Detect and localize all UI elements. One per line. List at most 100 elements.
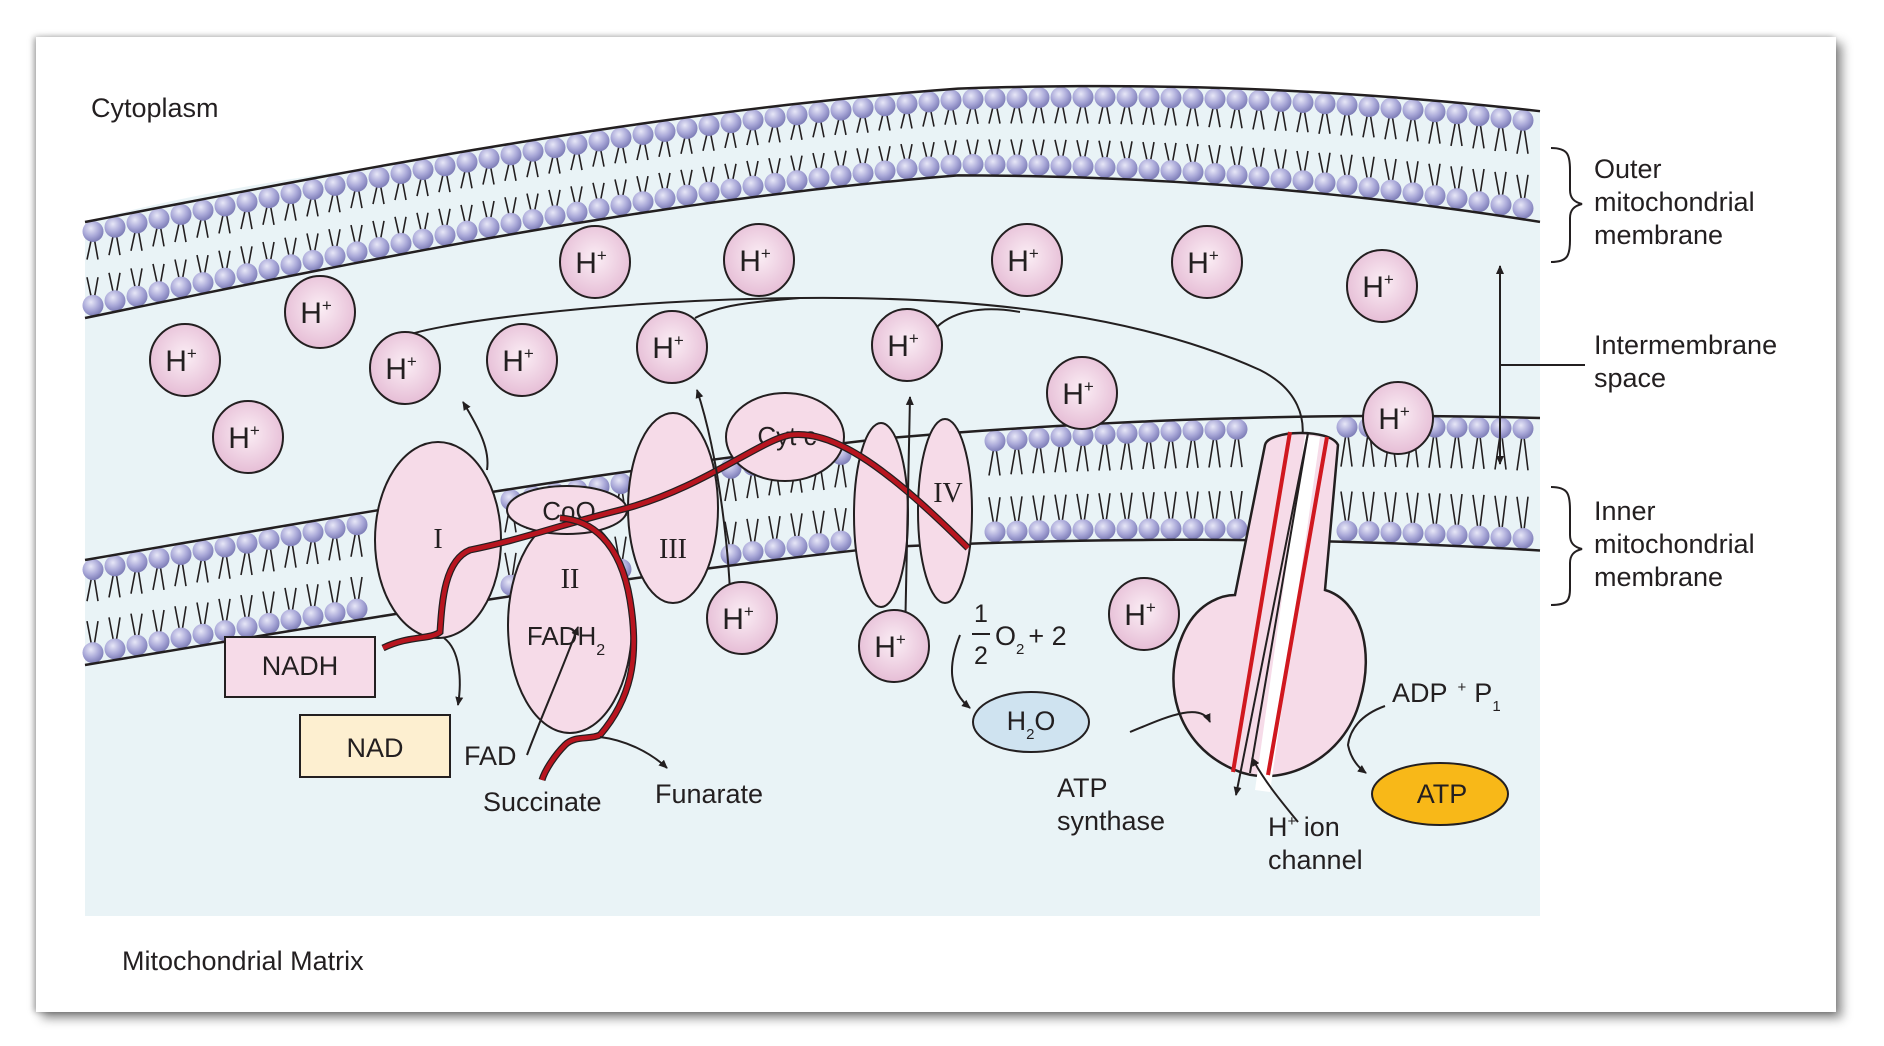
nadh-label: NADH (262, 651, 339, 681)
lipid-head (1424, 101, 1446, 123)
svg-text:mitochondrial: mitochondrial (1594, 187, 1755, 217)
lipid-head (236, 532, 258, 554)
lipid-head (280, 183, 302, 205)
lipid-head (918, 156, 940, 178)
cytoplasm-area (85, 129, 1540, 222)
lipid-head (632, 123, 654, 145)
lipid-head (984, 430, 1006, 452)
lipid-head (1006, 154, 1028, 176)
atp-synthase-pointer (1129, 711, 1211, 733)
lipid-head (1402, 522, 1424, 544)
lipid-head (192, 199, 214, 221)
lipid-head (1138, 518, 1160, 540)
lipid-head (1160, 87, 1182, 109)
lipid-head (1182, 87, 1204, 109)
lipid-head (1490, 107, 1512, 129)
svg-text:H+: H+ (300, 296, 332, 330)
lipid-head (258, 612, 280, 634)
lipid-head (302, 249, 324, 271)
lipid-head (698, 114, 720, 136)
water[interactable]: H2O (972, 691, 1090, 753)
lipid-head (544, 205, 566, 227)
nad-box[interactable]: NAD (299, 714, 451, 778)
lipid-head (1182, 161, 1204, 183)
lipid-head (1116, 157, 1138, 179)
lipid-head (104, 216, 126, 238)
lipid-head (82, 642, 104, 664)
lipid-head (1314, 172, 1336, 194)
lipid-head (1358, 177, 1380, 199)
atp-synthase[interactable] (1172, 431, 1368, 792)
lipid-head (1336, 520, 1358, 542)
lipid-head (1006, 428, 1028, 450)
protons: H+H+H+H+H+H+H+H+H+H+H+H+H+H+H+H+H+ (149, 223, 1434, 683)
lipid-head (962, 88, 984, 110)
proton: H+ (1346, 249, 1418, 323)
proton: H+ (212, 400, 284, 474)
lipid-head (324, 174, 346, 196)
lipid-head (1512, 527, 1534, 549)
lipid-head (434, 155, 456, 177)
proton: H+ (1046, 356, 1118, 430)
lipid-head (1446, 188, 1468, 210)
nadh-box[interactable]: NADH (224, 636, 376, 698)
lipid-head (170, 543, 192, 565)
nadh-to-nad-arrow (443, 637, 464, 706)
lipid-head (1248, 89, 1270, 111)
coenzyme-q[interactable]: CoO (506, 485, 628, 535)
lipid-head (1028, 520, 1050, 542)
svg-text:H+: H+ (1378, 402, 1410, 436)
lipid-head (940, 89, 962, 111)
lipid-head (236, 616, 258, 638)
lipid-head (1160, 420, 1182, 442)
lipid-head (236, 191, 258, 213)
lipid-head (1094, 86, 1116, 108)
svg-text:H+ ion: H+ ion (1268, 812, 1340, 842)
lipid-head (852, 97, 874, 119)
complex-1[interactable]: I (374, 441, 502, 639)
lipid-head (1446, 103, 1468, 125)
atp-product[interactable]: ATP (1371, 762, 1509, 826)
lipid-head (676, 117, 698, 139)
lipid-head (1226, 418, 1248, 440)
lipid-head (1028, 427, 1050, 449)
lipid-head (720, 178, 742, 200)
complex-4-label: IV (933, 478, 963, 509)
svg-text:H+: H+ (575, 246, 607, 280)
lipid-head (126, 212, 148, 234)
lipid-head (874, 95, 896, 117)
complex-2[interactable]: II FADH2 (507, 516, 633, 734)
electron-path-succinate (539, 515, 636, 781)
lipid-head (1204, 419, 1226, 441)
lipid-head (1072, 86, 1094, 108)
lipid-head (214, 195, 236, 217)
lipid-head (808, 533, 830, 555)
outer-membrane (82, 84, 1541, 320)
lipid-head (1204, 518, 1226, 540)
fad-label: FAD (464, 741, 517, 771)
lipid-head (1512, 109, 1534, 131)
electron-path (382, 432, 970, 651)
lipid-head (412, 159, 434, 181)
proton: H+ (559, 225, 631, 299)
lipid-head (1314, 93, 1336, 115)
proton-through-synthase-arrow (1233, 432, 1309, 796)
lipid-head (1270, 90, 1292, 112)
lipid-head (1446, 416, 1468, 438)
lipid-head (1072, 156, 1094, 178)
lipid-head (676, 184, 698, 206)
lipid-head (1182, 518, 1204, 540)
complex-3[interactable]: III (627, 412, 719, 604)
lipid-head (1050, 519, 1072, 541)
complex-4[interactable]: IV (853, 418, 973, 608)
lipid-head (192, 540, 214, 562)
svg-text:H+: H+ (1007, 244, 1039, 278)
lipid-head (1050, 86, 1072, 108)
lipid-head (610, 194, 632, 216)
lipid-head (1358, 96, 1380, 118)
svg-text:Intermembrane: Intermembrane (1594, 330, 1777, 360)
lipid-head (412, 228, 434, 250)
lipid-head (544, 137, 566, 159)
svg-text:H+: H+ (887, 329, 919, 363)
lipid-head (280, 254, 302, 276)
